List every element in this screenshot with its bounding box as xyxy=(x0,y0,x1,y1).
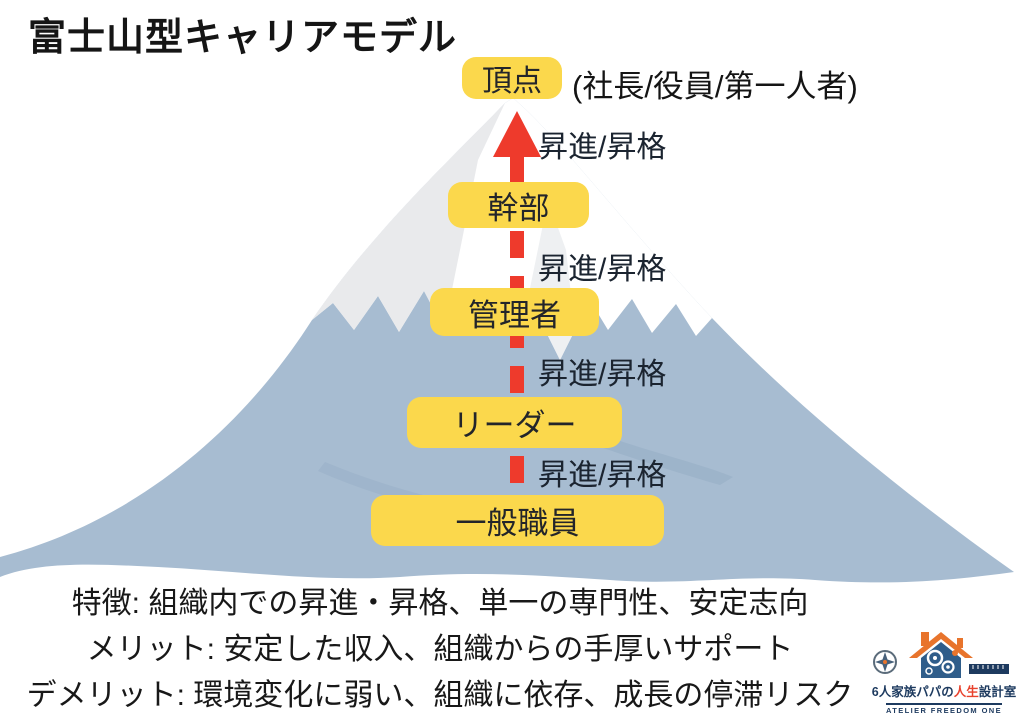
level-pill-leader: リーダー xyxy=(407,397,622,448)
level-pill-kanrisha: 管理者 xyxy=(430,288,599,336)
level-label-kanbu: 幹部 xyxy=(487,190,550,226)
page-title: 富士山型キャリアモデル xyxy=(28,17,458,59)
logo-subtitle: ATELIER FREEDOM ONE xyxy=(885,703,1003,715)
arrow-stem xyxy=(510,152,524,186)
logo-title-prefix: 6人家族パパの xyxy=(871,685,954,699)
arrow-dashed-line xyxy=(510,186,524,514)
promotion-label-4: 昇進/昇格 xyxy=(538,459,667,492)
compass-icon xyxy=(873,650,897,674)
promotion-label-3: 昇進/昇格 xyxy=(538,358,667,391)
arrow-up-icon xyxy=(493,111,541,157)
peak-annotation: (社長/役員/第一人者) xyxy=(572,69,858,104)
level-label-ippan-shokuin: 一般職員 xyxy=(455,506,580,541)
level-pill-kanbu: 幹部 xyxy=(448,182,589,228)
logo-title-suffix: 設計室 xyxy=(978,685,1017,699)
snow-shade-left xyxy=(312,103,505,332)
level-pill-ippan-shokuin: 一般職員 xyxy=(371,495,664,546)
promotion-label-2: 昇進/昇格 xyxy=(538,253,667,286)
mountain-body xyxy=(0,98,1014,583)
logo-title: 6人家族パパの人生設計室 xyxy=(868,685,1020,700)
house-icon xyxy=(909,632,973,678)
logo-title-highlight: 人生 xyxy=(953,685,979,699)
promotion-label-1: 昇進/昇格 xyxy=(538,131,667,164)
summary-notes: 特徴: 組織内での昇進・昇格、単一の専門性、安定志向 メリット: 安定した収入、… xyxy=(0,581,880,719)
level-label-peak: 頂点 xyxy=(482,65,542,98)
site-logo: 6人家族パパの人生設計室 ATELIER FREEDOM ONE xyxy=(868,626,1020,718)
note-merits: メリット: 安定した収入、組織からの手厚いサポート xyxy=(86,633,794,666)
level-label-kanrisha: 管理者 xyxy=(468,297,561,333)
ruler-icon xyxy=(969,664,1009,674)
logo-graphic xyxy=(873,632,1009,678)
level-label-leader: リーダー xyxy=(452,408,577,443)
level-pill-peak: 頂点 xyxy=(462,57,562,99)
note-demerits: デメリット: 環境変化に弱い、組織に依存、成長の停滞リスク xyxy=(26,679,854,712)
note-features: 特徴: 組織内での昇進・昇格、単一の専門性、安定志向 xyxy=(71,587,809,620)
